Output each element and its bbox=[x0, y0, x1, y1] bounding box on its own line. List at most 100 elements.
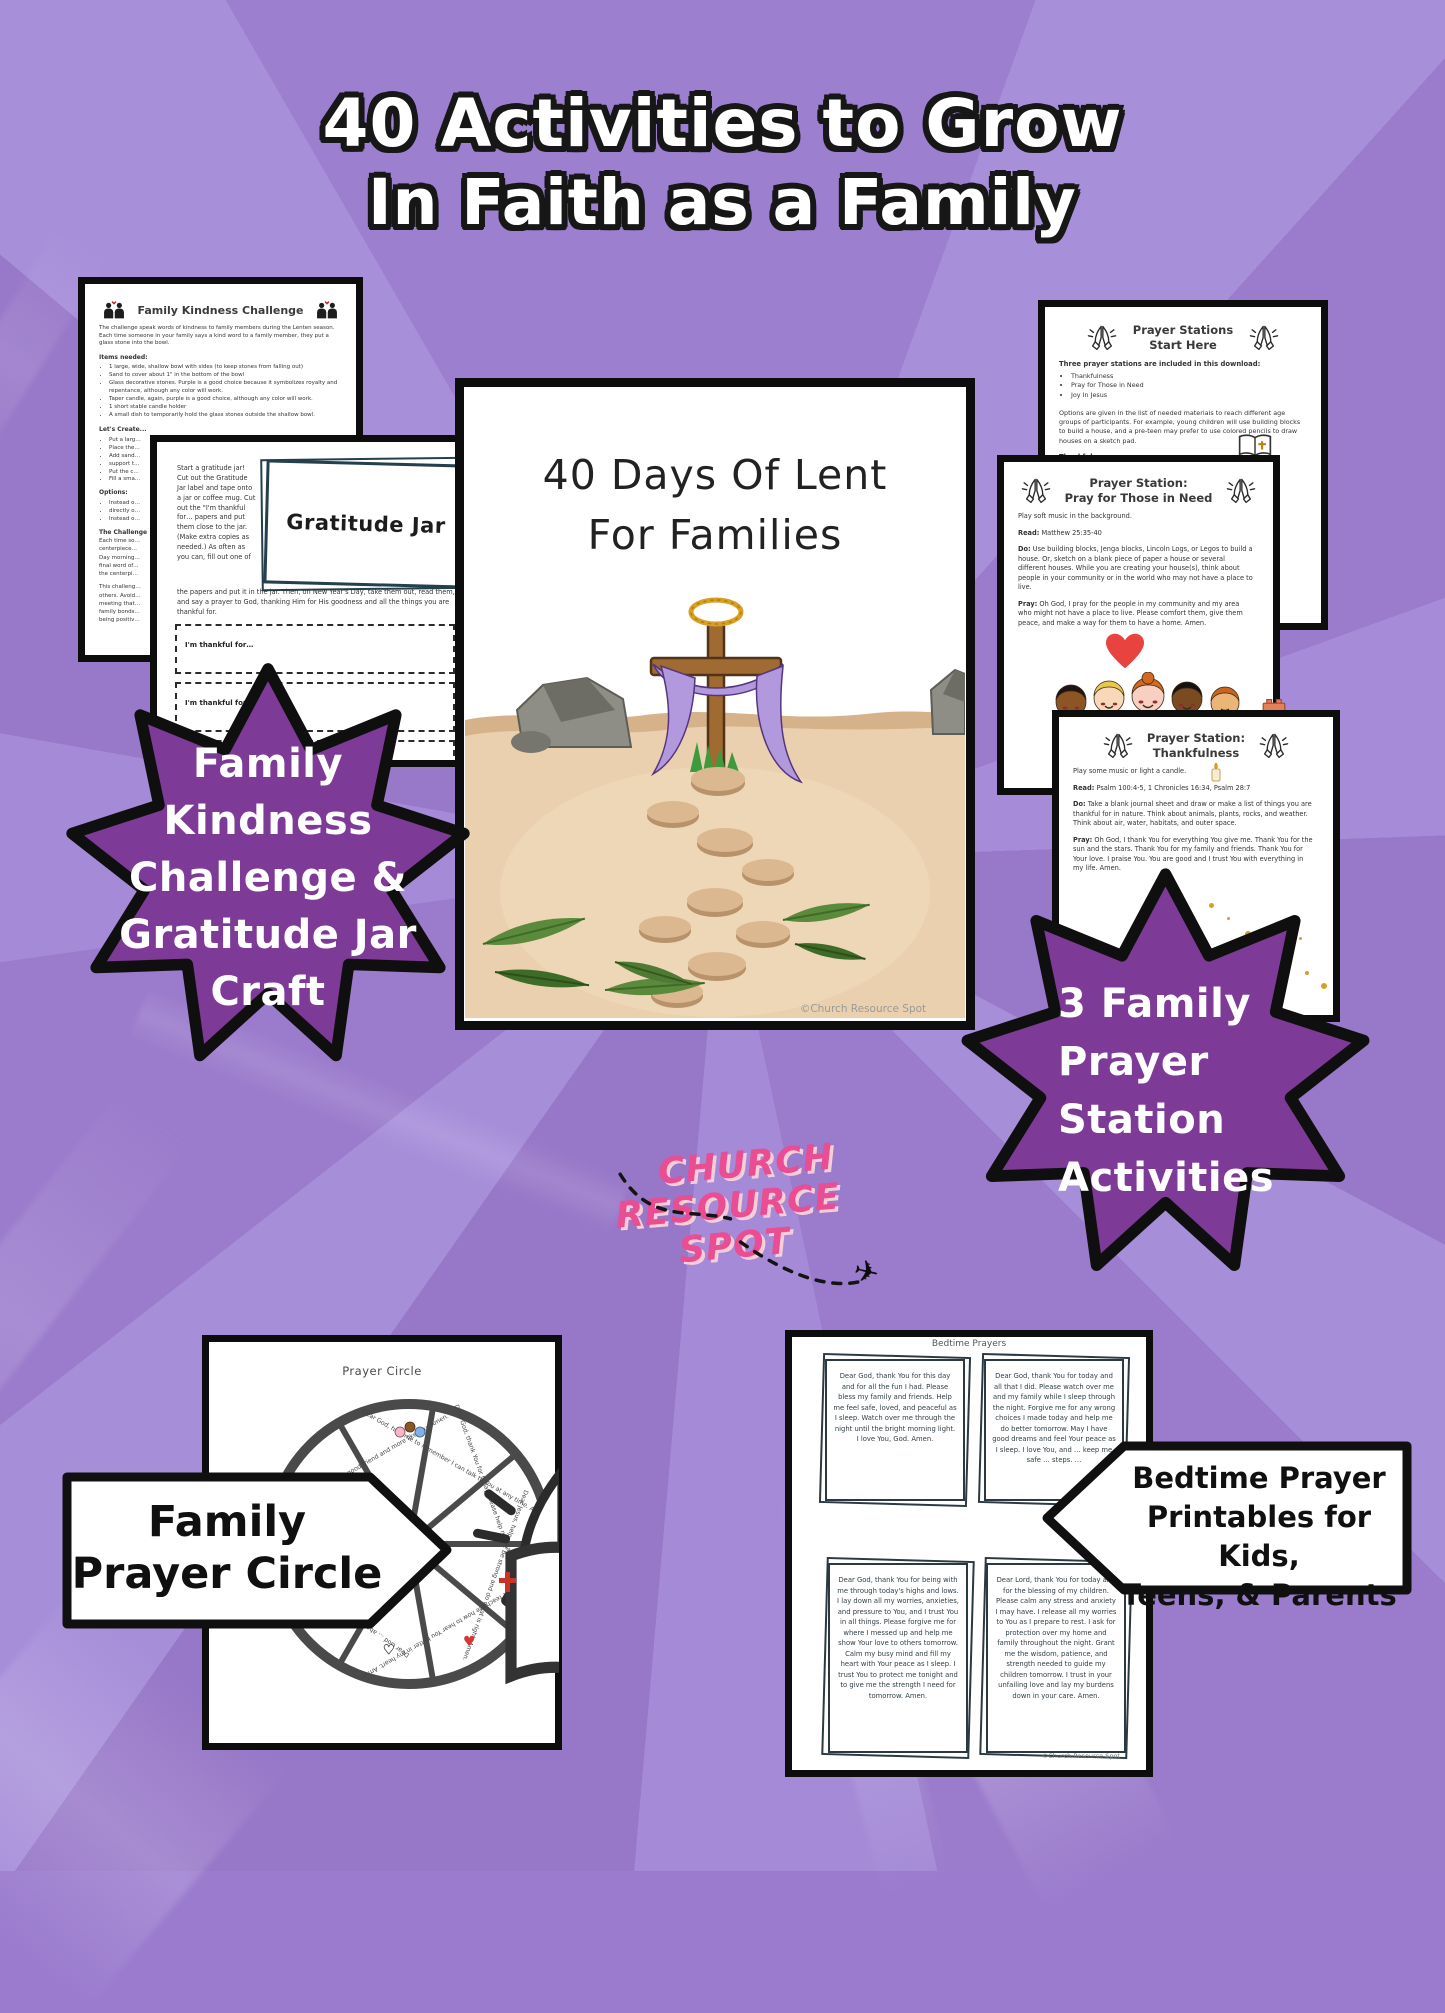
badge-left-line: Kindness bbox=[163, 798, 373, 844]
thank-music-line: Play some music or light a candle. bbox=[1073, 767, 1187, 775]
badge-right-line: Activities bbox=[1058, 1155, 1275, 1201]
purple-drape bbox=[650, 663, 803, 784]
pray-text: Oh God, I pray for the people in my comm… bbox=[1018, 599, 1243, 627]
list-item: 1 short stable candle holder bbox=[109, 404, 342, 412]
gratitude-paragraph: Start a gratitude jar! Cut out the Grati… bbox=[177, 464, 256, 562]
thankful-box: I'm thankful for… bbox=[175, 624, 455, 674]
banner-circle-line2: Prayer Circle bbox=[71, 1549, 383, 1599]
challenge-line: This challeng… bbox=[99, 584, 141, 591]
family-prayer-circle-banner: Family Prayer Circle bbox=[62, 1472, 452, 1629]
page-title: 40 Activities to Grow In Faith as a Fami… bbox=[0, 84, 1445, 242]
praying-hands-icon bbox=[1257, 731, 1291, 760]
list-item: Put the c… bbox=[109, 469, 167, 477]
stations-title-line1: Prayer Stations bbox=[1132, 323, 1234, 338]
do-text: Use building blocks, Jenga blocks, Linco… bbox=[1018, 545, 1253, 592]
read-text: Psalm 100:4-5, 1 Chronicles 16:34, Psalm… bbox=[1096, 783, 1251, 792]
stations-options-paragraph: Options are given in the list of needed … bbox=[1059, 408, 1301, 445]
thank-title-line1: Prayer Station: bbox=[1146, 731, 1246, 746]
kindness-title: Family Kindness Challenge bbox=[137, 303, 304, 317]
items-needed-list: 1 large, wide, shallow bowl with sides (… bbox=[109, 364, 342, 420]
svg-text:♥: ♥ bbox=[463, 1634, 476, 1650]
badge-left-line: Family bbox=[192, 741, 344, 787]
pray-label: Pray: bbox=[1018, 599, 1038, 608]
banner-bedtime-line2: Printables for Kids, bbox=[1146, 1500, 1372, 1573]
list-item: support t… bbox=[109, 461, 167, 469]
bedtime-card: Dear Lord, thank You for today and for t… bbox=[986, 1563, 1126, 1753]
badge-left-line: Challenge & bbox=[129, 855, 407, 901]
bedtime-credit: ©Church Resource Spot bbox=[1041, 1752, 1120, 1760]
rock-small bbox=[511, 731, 551, 753]
thankful-box: I'm thankful for… bbox=[175, 682, 455, 732]
candle-icon bbox=[1209, 761, 1223, 783]
thank-title-line2: Thankfulness bbox=[1152, 745, 1240, 760]
list-item: Place the… bbox=[109, 445, 167, 453]
lent-cover-page: 40 Days Of Lent For Families bbox=[455, 378, 975, 1030]
praying-hands-icon bbox=[1019, 476, 1053, 505]
rock-facet bbox=[543, 678, 615, 722]
kindness-gratitude-badge: Family Kindness Challenge & Gratitude Ja… bbox=[48, 648, 488, 1088]
badge-left-line: Gratitude Jar bbox=[119, 912, 417, 958]
bedtime-card: Dear God, thank You for this day and for… bbox=[825, 1359, 965, 1501]
prayer-stations-badge: 3 Family Prayer Station Activities bbox=[943, 853, 1388, 1298]
challenge-line: family bonds… bbox=[99, 609, 140, 616]
praying-hands-icon bbox=[1101, 731, 1135, 760]
badge-right-line: Prayer bbox=[1058, 1039, 1209, 1085]
bedtime-card: Dear God, thank You for today and all th… bbox=[984, 1359, 1124, 1501]
gratitude-jar-label-text: Gratitude Jar bbox=[285, 509, 446, 539]
rock-right-facet bbox=[943, 670, 965, 702]
gratitude-jar-page: Start a gratitude jar! Cut out the Grati… bbox=[150, 435, 469, 767]
crown-thorn-detail bbox=[690, 599, 742, 625]
included-heading: Three prayer stations are included in th… bbox=[1059, 360, 1261, 368]
list-item: Thankfulness bbox=[1071, 372, 1307, 382]
banner-bedtime-line3: Teens, & Parents bbox=[1121, 1578, 1397, 1612]
challenge-line: centerpiece… bbox=[99, 546, 138, 553]
challenge-line: being positiv… bbox=[99, 617, 140, 624]
banner-shape bbox=[62, 1472, 452, 1629]
list-item: Sand to cover about 1" in the bottom of … bbox=[109, 372, 342, 380]
do-label: Do: bbox=[1073, 800, 1086, 809]
thankful-box-label: I'm thankful for… bbox=[185, 699, 254, 707]
bedtime-card: Dear God, thank You for being with me th… bbox=[828, 1563, 968, 1753]
banner-circle-line1: Family bbox=[147, 1497, 307, 1547]
bedtime-printables-banner: Bedtime Prayer Printables for Kids, Teen… bbox=[1042, 1441, 1412, 1612]
palm-branches bbox=[482, 903, 870, 996]
cover-title-line2: For Families bbox=[587, 511, 843, 559]
list-item: Joy In Jesus bbox=[1071, 391, 1307, 401]
church-resource-spot-logo: CHURCH RESOURCE SPOT ✈ bbox=[605, 1133, 900, 1337]
badge-right-line: 3 Family bbox=[1058, 981, 1251, 1027]
flight-path bbox=[618, 1172, 861, 1286]
do-text: Take a blank journal sheet and draw or m… bbox=[1073, 800, 1312, 828]
kindness-intro: The challenge speak words of kindness to… bbox=[99, 325, 335, 347]
page-title-line1: 40 Activities to Grow bbox=[322, 85, 1123, 162]
praying-hands-icon bbox=[1085, 323, 1119, 352]
list-item: Instead o… bbox=[109, 500, 167, 508]
pray-label: Pray: bbox=[1073, 835, 1093, 844]
items-needed-heading: Items needed: bbox=[99, 354, 148, 362]
list-item: 1 large, wide, shallow bowl with sides (… bbox=[109, 364, 342, 372]
need-title-line2: Pray for Those in Need bbox=[1064, 490, 1213, 505]
list-item: Glass decorative stones. Purple is a goo… bbox=[109, 380, 342, 396]
circle-page-title: Prayer Circle bbox=[342, 1364, 422, 1378]
thankful-box-label: I'm thankful for… bbox=[185, 641, 254, 649]
family-icon bbox=[314, 300, 340, 320]
lets-create-heading: Let's Create... bbox=[99, 426, 147, 434]
options-list: Instead o… directly o… Instead o… bbox=[109, 500, 167, 524]
bedtime-prayers-page: Bedtime Prayers Dear God, thank You for … bbox=[785, 1330, 1153, 1777]
family-icon bbox=[101, 300, 127, 320]
cross-vertical-beam bbox=[706, 622, 726, 774]
heart-icon bbox=[1104, 632, 1146, 670]
badge-right-line: Station bbox=[1058, 1097, 1226, 1143]
need-music-line: Play soft music in the background. bbox=[1018, 512, 1132, 520]
read-text: Matthew 25:35-40 bbox=[1041, 528, 1102, 537]
list-item: Fill a sma… bbox=[109, 476, 167, 484]
need-title-line1: Prayer Station: bbox=[1089, 476, 1188, 491]
options-heading: Options: bbox=[99, 489, 128, 497]
pray-text: Oh God, I thank You for everything You g… bbox=[1073, 835, 1313, 873]
challenge-line: Each time so… bbox=[99, 538, 141, 545]
challenge-line: others. Avoid… bbox=[99, 592, 141, 599]
badge-left-line: Craft bbox=[210, 969, 326, 1015]
challenge-line: meeting that… bbox=[99, 600, 141, 607]
stations-title-line2: Start Here bbox=[1149, 337, 1217, 352]
challenge-line: final word of… bbox=[99, 562, 139, 569]
challenge-line: the centerpi… bbox=[99, 571, 138, 578]
